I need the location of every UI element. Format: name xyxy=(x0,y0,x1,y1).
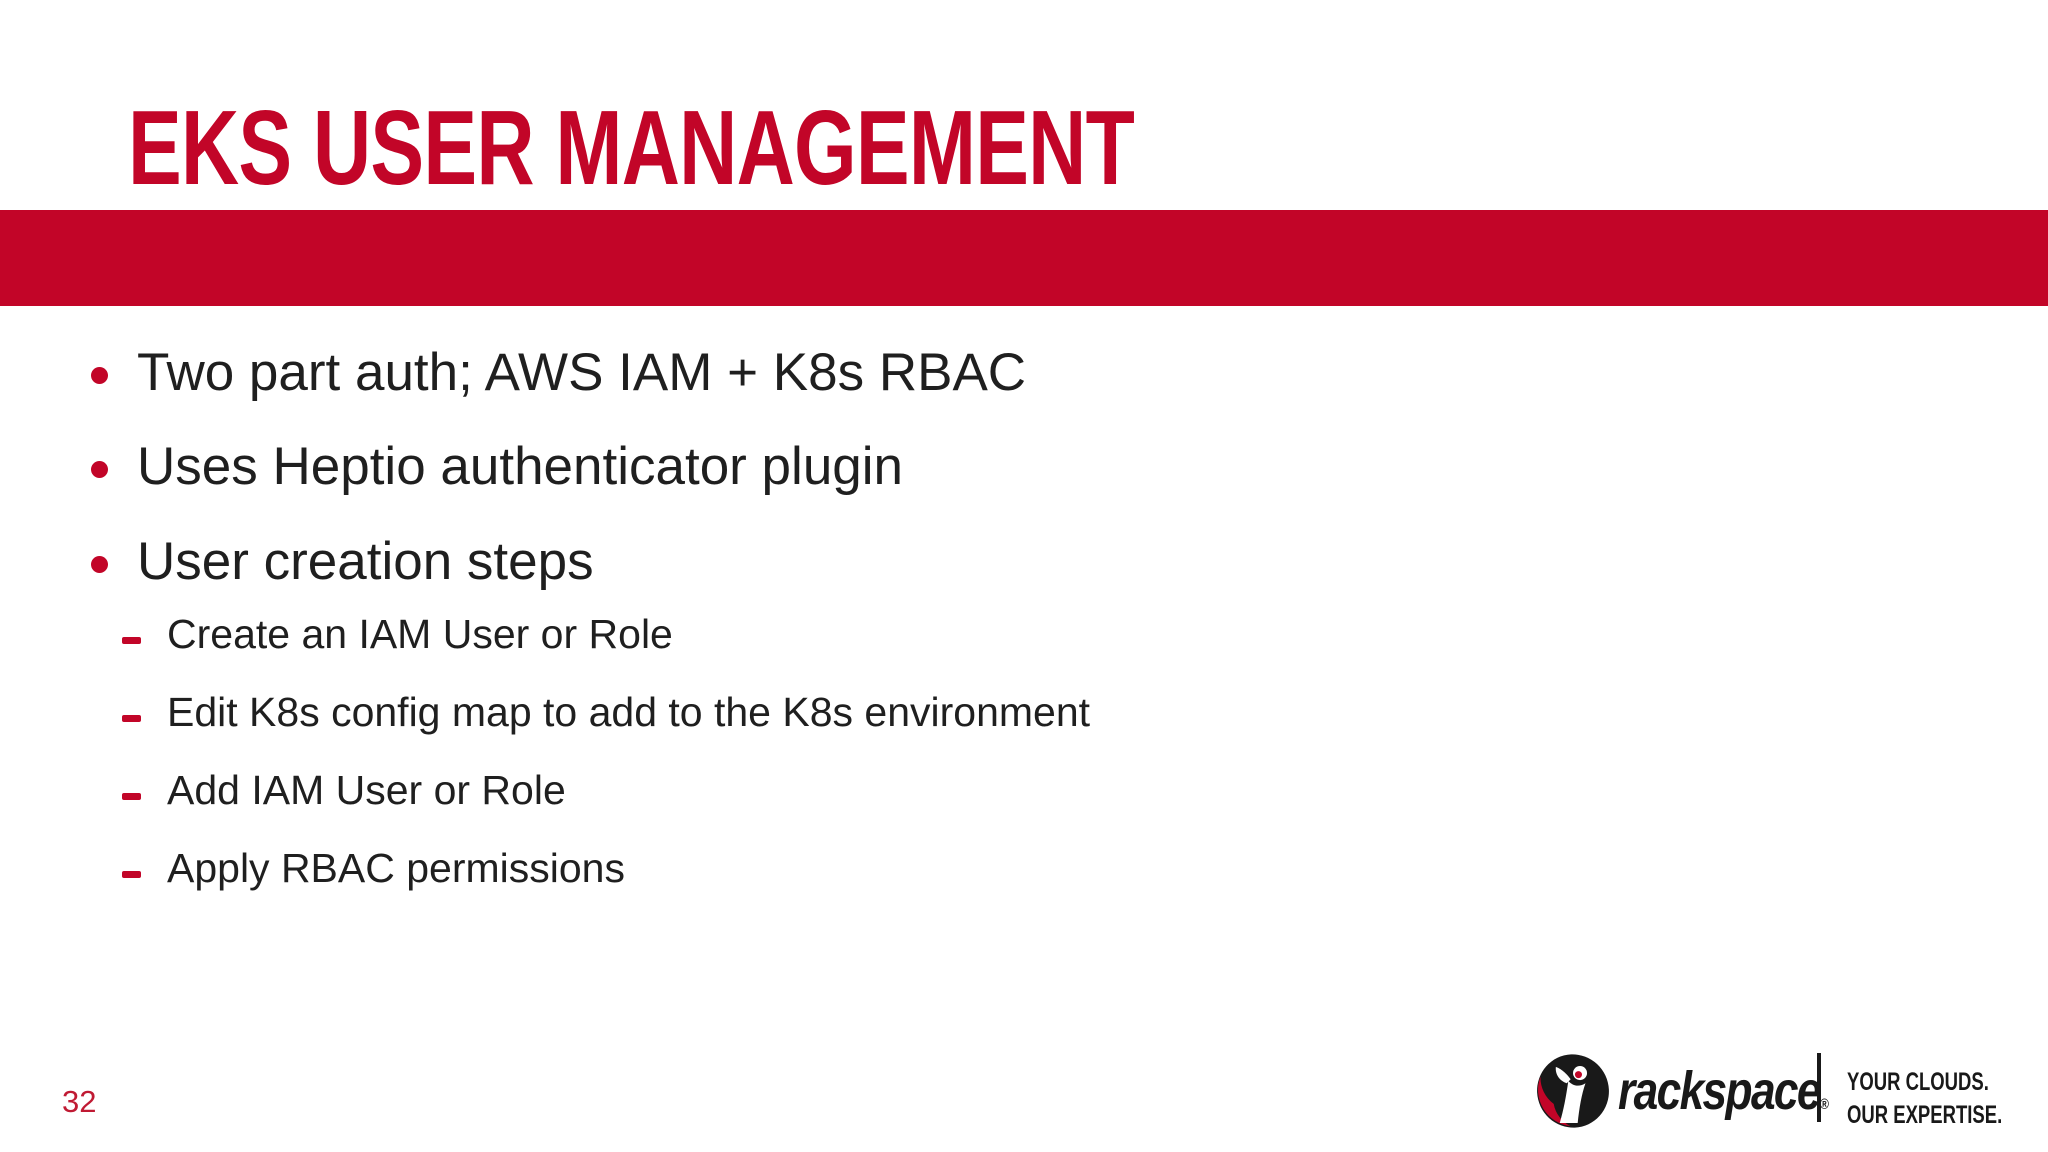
sub-bullet-item: Apply RBAC permissions xyxy=(0,848,2048,912)
footer-divider xyxy=(1817,1053,1821,1122)
sub-bullet-text: Create an IAM User or Role xyxy=(167,611,673,657)
bullet-dot-icon xyxy=(91,461,108,478)
rackspace-wordmark: rackspace® xyxy=(1618,1064,1829,1118)
slide-title: EKS USER MANAGEMENT xyxy=(128,89,1135,207)
bullet-text: Two part auth; AWS IAM + K8s RBAC xyxy=(137,343,1027,402)
bullet-dash-icon xyxy=(122,715,141,722)
bullet-item: User creation steps xyxy=(0,535,2048,599)
bullet-text: User creation steps xyxy=(137,532,594,591)
bullet-dot-icon xyxy=(91,556,108,573)
bullet-dot-icon xyxy=(91,367,108,384)
rackspace-logo: rackspace® YOUR CLOUDS. OUR EXPERTISE. xyxy=(1534,1046,2004,1136)
tagline: YOUR CLOUDS. OUR EXPERTISE. xyxy=(1847,1066,2002,1133)
sub-bullet-text: Add IAM User or Role xyxy=(167,767,566,813)
bullet-dash-icon xyxy=(122,637,141,644)
rackspace-rocket-icon xyxy=(1537,1054,1609,1128)
registered-trademark-symbol: ® xyxy=(1819,1096,1829,1113)
bullet-dash-icon xyxy=(122,793,141,800)
bullet-item: Two part auth; AWS IAM + K8s RBAC xyxy=(0,346,2048,410)
sub-bullet-item: Edit K8s config map to add to the K8s en… xyxy=(0,692,2048,756)
page-number: 32 xyxy=(62,1084,97,1119)
bullet-dash-icon xyxy=(122,871,141,878)
sub-bullet-text: Edit K8s config map to add to the K8s en… xyxy=(167,689,1091,735)
tagline-line-1: YOUR CLOUDS. xyxy=(1847,1068,1989,1096)
sub-bullet-text: Apply RBAC permissions xyxy=(167,845,625,891)
title-accent-band xyxy=(0,210,2048,306)
tagline-line-2: OUR EXPERTISE. xyxy=(1847,1101,2003,1130)
bullet-text: Uses Heptio authenticator plugin xyxy=(137,437,904,496)
sub-bullet-item: Create an IAM User or Role xyxy=(0,614,2048,678)
sub-bullet-item: Add IAM User or Role xyxy=(0,770,2048,834)
brand-text: rackspace xyxy=(1618,1061,1822,1121)
bullet-item: Uses Heptio authenticator plugin xyxy=(0,440,2048,504)
